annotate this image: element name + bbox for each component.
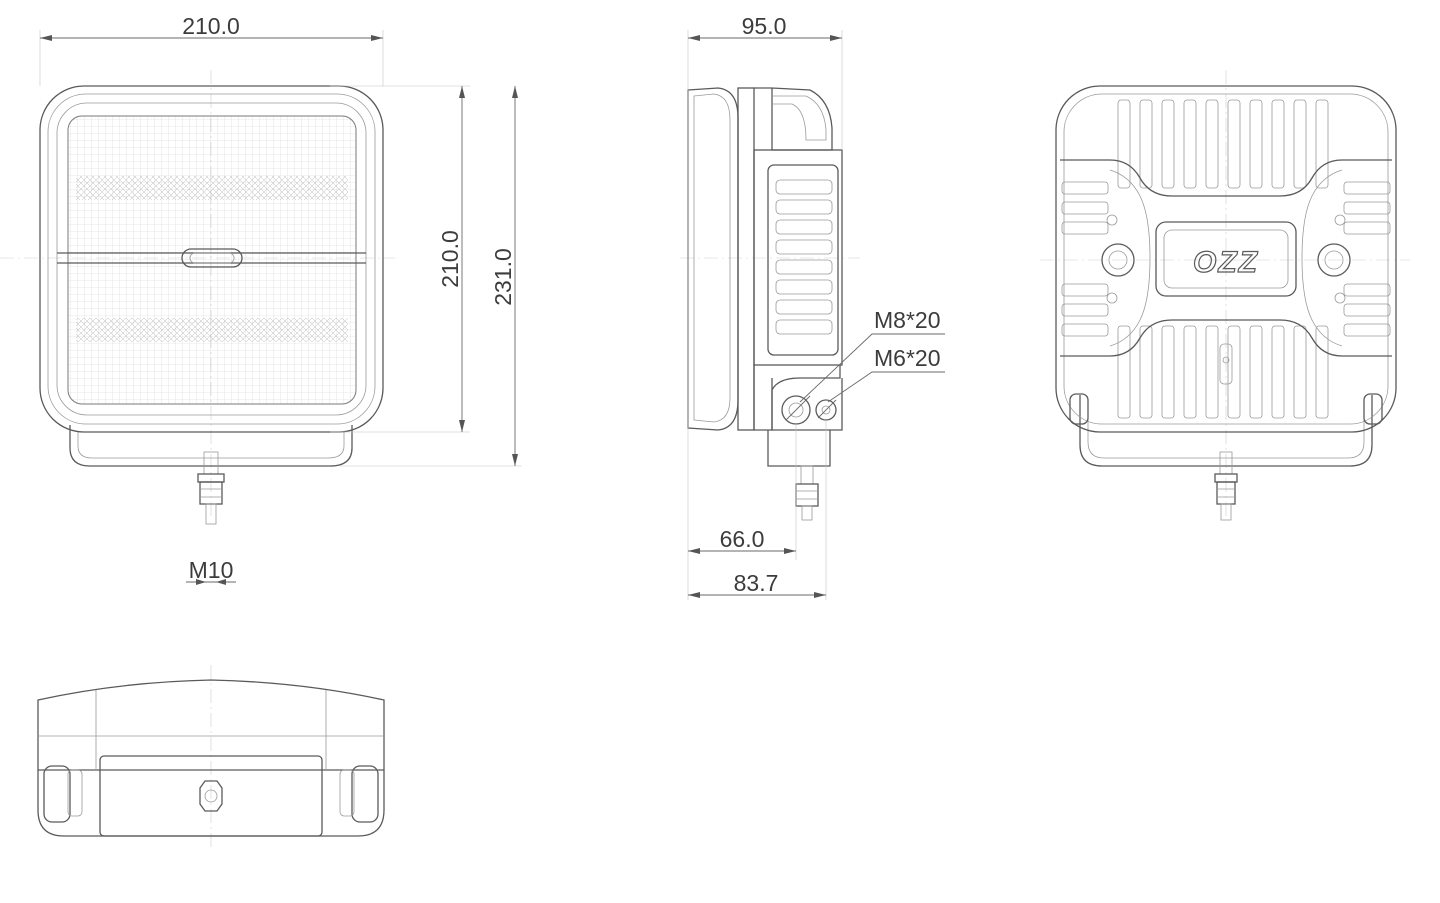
dimension-front-height-lens: 210.0 [437, 230, 463, 288]
dimension-side-depth-b: 83.7 [734, 570, 779, 596]
brand-logo-text: OZZ [1193, 246, 1259, 279]
side-view [680, 30, 945, 600]
dimension-thread-lower: M6*20 [874, 345, 940, 371]
dimension-thread-main: M10 [189, 557, 234, 583]
dimension-front-height-total: 231.0 [490, 248, 516, 306]
front-view [0, 30, 522, 585]
dimension-side-depth-total: 95.0 [742, 13, 787, 39]
bottom-view [37, 665, 385, 850]
rear-view: OZZ [1040, 70, 1410, 521]
dimension-thread-upper: M8*20 [874, 307, 940, 333]
dimension-front-width: 210.0 [182, 13, 240, 39]
dimension-side-depth-a: 66.0 [720, 526, 765, 552]
